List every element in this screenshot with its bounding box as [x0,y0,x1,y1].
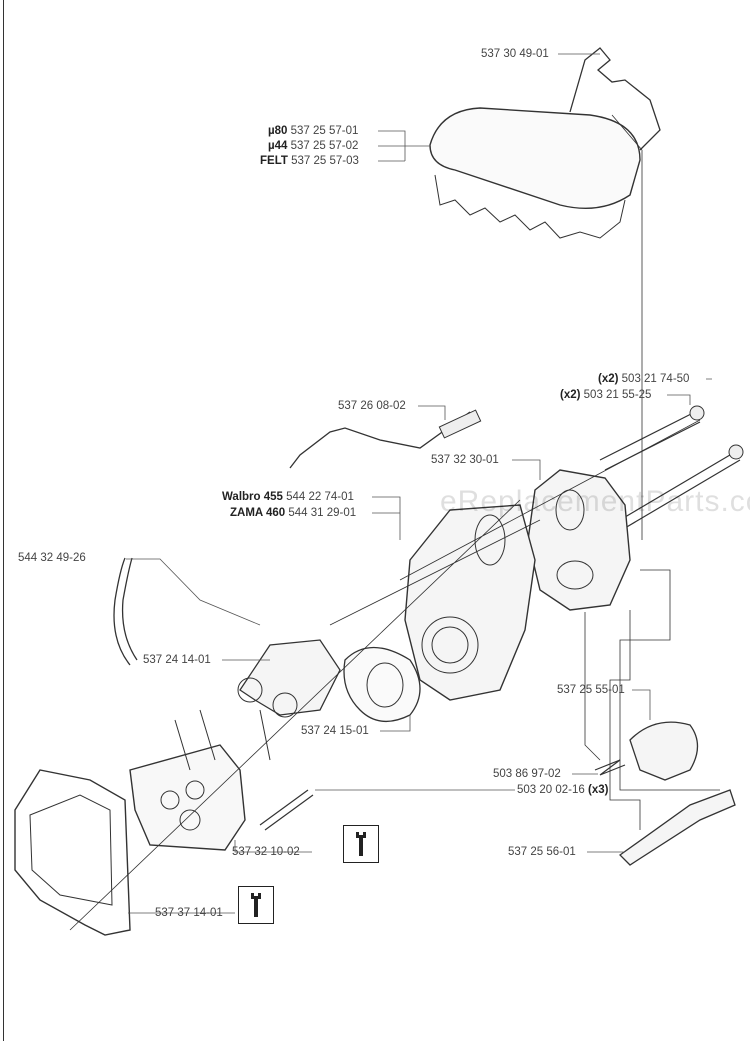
label-carb-housing: 537 32 30-01 [431,454,499,466]
prefix: ZAMA 460 [230,507,286,519]
part-number: 537 25 57-03 [291,155,359,167]
screw-part [259,789,314,831]
part-number: 503 21 74-50 [621,373,690,385]
bolt-short-part [599,411,701,471]
leader-lines [126,53,712,914]
assembly-lines [69,114,720,931]
label-filter-u80: µ80 537 25 57-01 [268,124,358,138]
label-screw: 503 20 02-16 (x3) [517,783,608,797]
part-number: 537 25 57-01 [290,125,359,137]
label-carb-zama: ZAMA 460 544 31 29-01 [230,506,356,520]
label-wire-clip: 537 30 49-01 [481,48,549,60]
intake-elbow-part [239,639,341,716]
page-border [3,0,4,1041]
fuel-hose-part [113,557,138,666]
throttle-rod-part [618,789,736,866]
wrench-icon [238,886,274,924]
label-carb-walbro: Walbro 455 544 22 74-01 [222,490,354,504]
label-choke-rod: 537 26 08-02 [338,400,406,412]
label-filter-u44: µ44 537 25 57-02 [268,139,358,153]
label-fuel-hose: 544 32 49-26 [18,552,86,564]
label-throttle-rod: 537 25 56-01 [508,846,576,858]
bolt-long-part [619,451,741,529]
part-number: 544 31 29-01 [288,507,357,519]
label-filter-felt: FELT 537 25 57-03 [260,154,359,168]
prefix: Walbro 455 [222,491,283,503]
label-bolt-long: (x2) 503 21 74-50 [598,372,689,386]
part-number: 537 25 57-02 [290,140,359,152]
carburetor-part [404,504,536,701]
label-throttle-trigger: 537 25 55-01 [557,684,625,696]
label-intake-manifold: 537 32 10-02 [232,846,300,858]
quantity: (x2) [598,373,619,385]
prefix: µ44 [268,140,288,152]
prefix: µ80 [268,125,288,137]
intake-manifold-part [129,744,246,851]
label-gasket: 537 24 15-01 [301,725,369,737]
choke-rod-part [289,411,471,469]
label-bolt-short: (x2) 503 21 55-25 [560,388,651,402]
air-filter-part [429,107,641,239]
throttle-trigger-part [629,721,699,781]
heat-shield-part [14,769,131,936]
gasket-part [343,647,421,722]
quantity: (x2) [560,389,581,401]
label-intake-elbow: 537 24 14-01 [143,654,211,666]
label-heat-shield: 537 37 14-01 [155,907,223,919]
label-spring: 503 86 97-02 [493,768,561,780]
part-number: 503 20 02-16 [517,784,585,796]
quantity: (x3) [588,784,609,796]
prefix: FELT [260,155,288,167]
part-number: 503 21 55-25 [583,389,652,401]
part-number: 544 22 74-01 [286,491,354,503]
watermark: eReplacementParts.com [440,485,750,518]
wrench-icon [343,825,379,863]
